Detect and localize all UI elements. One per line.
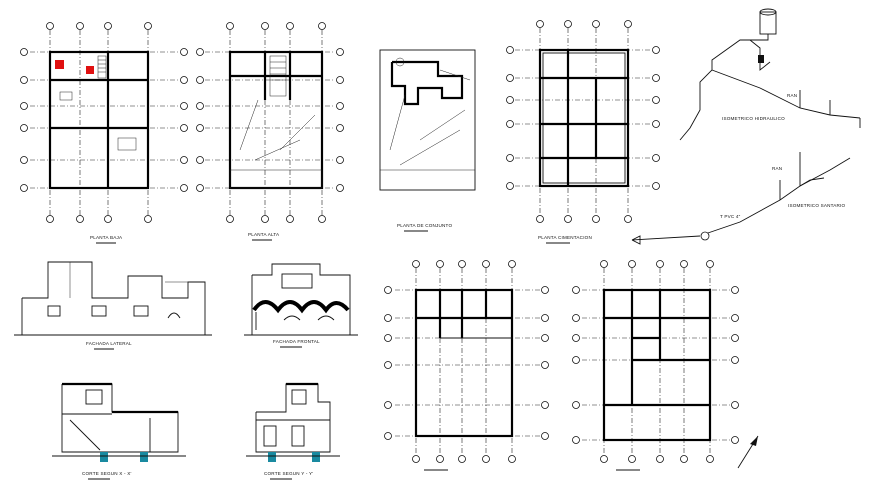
label-iso-hidraulico: ISOMETRICO HIDRAULICO xyxy=(722,116,785,121)
label-planta-baja: PLANTA BAJA xyxy=(90,235,123,240)
label-ran-2: RAN xyxy=(772,166,782,171)
corte-x-drawing xyxy=(52,382,186,462)
structural-plan-1-drawing xyxy=(384,260,549,471)
planta-alta-drawing xyxy=(196,22,344,223)
label-ran-1: RAN xyxy=(787,93,797,98)
label-fachada-frontal: FACHADA FRONTAL xyxy=(273,339,320,344)
label-planta-conjunto: PLANTA DE CONJUNTO xyxy=(397,223,452,228)
structural-plan-2-drawing xyxy=(572,260,739,471)
planta-conjunto-drawing xyxy=(379,49,476,191)
label-iso-sanitario: ISOMETRICO SANTARIO xyxy=(788,203,846,208)
corte-y-drawing xyxy=(246,382,340,462)
label-fachada-lateral: FACHADA LATERAL xyxy=(86,341,132,346)
north-arrow-icon xyxy=(737,435,759,469)
planta-baja-drawing xyxy=(20,22,188,223)
label-planta-alta: PLANTA ALTA xyxy=(248,232,280,237)
fachada-lateral-drawing xyxy=(14,261,212,336)
label-corte-y: CORTE SEGUN Y - Y' xyxy=(264,471,313,476)
label-corte-x: CORTE SEGUN X - X' xyxy=(82,471,132,476)
label-tpvc: T PVC 4" xyxy=(720,214,741,219)
label-planta-cimentacion: PLANTA CIMENTACION xyxy=(538,235,592,240)
planta-cimentacion-drawing xyxy=(506,20,660,223)
isometrico-hidraulico-drawing xyxy=(679,8,861,141)
fachada-frontal-drawing xyxy=(244,263,358,336)
isometrico-sanitario-drawing xyxy=(631,152,851,245)
